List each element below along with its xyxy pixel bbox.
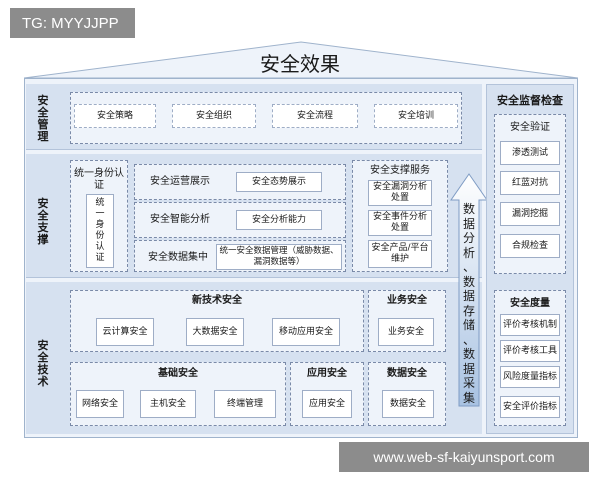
ops-analysis-label: 安全智能分析 [150, 214, 210, 225]
basic-network: 网络安全 [76, 390, 124, 418]
mgmt-item-training: 安全培训 [374, 104, 458, 128]
basic-host: 主机安全 [140, 390, 196, 418]
service-platform: 安全产品/平台维护 [368, 240, 432, 268]
verify-pentest: 渗透测试 [500, 141, 560, 165]
newtech-title: 新技术安全 [192, 295, 242, 306]
business-item: 业务安全 [378, 318, 434, 346]
app-item: 应用安全 [302, 390, 352, 418]
business-title: 业务安全 [387, 295, 427, 306]
metric-mechanism: 评价考核机制 [500, 314, 560, 336]
ops-display-label: 安全运营展示 [150, 176, 210, 187]
mgmt-item-process: 安全流程 [272, 104, 358, 128]
management-label: 安全管理 [37, 94, 49, 143]
service-vuln: 安全漏洞分析处置 [368, 180, 432, 206]
ops-analysis-box: 安全分析能力 [236, 210, 322, 230]
basic-terminal: 终端管理 [214, 390, 276, 418]
data-title: 数据安全 [387, 368, 427, 379]
support-label: 安全支撑 [37, 197, 49, 246]
verify-vulnmining: 漏洞挖掘 [500, 202, 560, 226]
metric-evaluation: 安全评价指标 [500, 396, 560, 418]
data-item: 数据安全 [382, 390, 434, 418]
mgmt-item-organization: 安全组织 [172, 104, 256, 128]
data-flow-text: 数据分析、数据存储、数据采集 [462, 202, 475, 405]
identity-box: 统一身份认证 [86, 194, 114, 268]
verify-redblue: 红蓝对抗 [500, 171, 560, 195]
metrics-title: 安全度量 [510, 298, 550, 309]
data-flow-arrow-icon [450, 173, 488, 407]
watermark-bottom-right: www.web-sf-kaiyunsport.com [339, 442, 589, 472]
supervision-title: 安全监督检查 [497, 94, 563, 107]
technology-label: 安全技术 [37, 339, 49, 388]
service-event: 安全事件分析处置 [368, 210, 432, 236]
newtech-cloud: 云计算安全 [96, 318, 154, 346]
app-title: 应用安全 [307, 368, 347, 379]
newtech-mobile: 移动应用安全 [272, 318, 340, 346]
ops-display-box: 安全态势展示 [236, 172, 322, 192]
ops-data-box: 统一安全数据管理（威胁数据、漏洞数据等） [216, 244, 342, 270]
verification-title: 安全验证 [510, 122, 550, 133]
identity-title: 统一身份认证 [74, 168, 124, 191]
services-title: 安全支撑服务 [370, 165, 430, 176]
mgmt-item-strategy: 安全策略 [74, 104, 156, 128]
metric-risk: 风险度量指标 [500, 366, 560, 388]
ops-data-label: 安全数据集中 [148, 252, 208, 263]
diagram-title: 安全效果 [260, 52, 340, 76]
basic-title: 基础安全 [158, 368, 198, 379]
watermark-top-left: TG: MYYJJPP [10, 8, 135, 38]
verify-compliance: 合规检查 [500, 234, 560, 258]
newtech-bigdata: 大数据安全 [186, 318, 244, 346]
metric-tool: 评价考核工具 [500, 340, 560, 362]
